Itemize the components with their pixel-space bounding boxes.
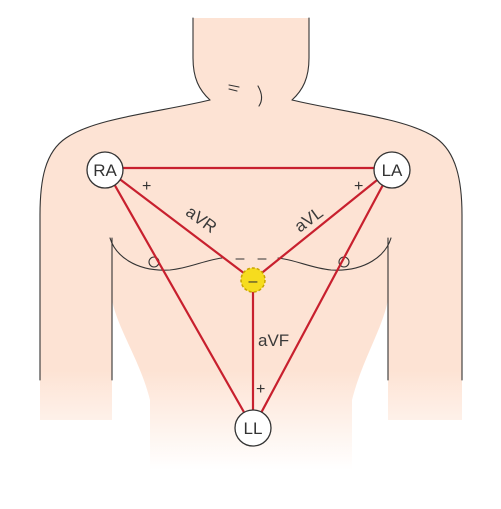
throat-mark — [228, 84, 240, 92]
torso — [39, 17, 463, 470]
plus-sign-la: + — [354, 178, 363, 195]
plus-sign-ll: + — [256, 381, 265, 398]
electrode-ll: LL — [234, 409, 272, 447]
electrode-ra: RA — [86, 151, 124, 189]
lead-label-avf: aVF — [258, 331, 289, 350]
minus-sign-center: – — [249, 273, 258, 290]
electrode-ra-label: RA — [93, 161, 117, 180]
clavicle-mark — [257, 85, 263, 107]
right-pectoral-outline — [277, 237, 392, 271]
neck-right-outline — [291, 17, 310, 101]
plus-sign-ra: + — [142, 178, 151, 195]
lead-line-avr — [103, 166, 255, 282]
lead-lines — [103, 166, 394, 430]
electrode-ll-label: LL — [244, 419, 263, 438]
electrode-ll-circle — [234, 409, 272, 447]
electrode-la-label: LA — [382, 161, 403, 180]
left-pectoral-outline — [109, 237, 223, 271]
right-shoulder-outline — [291, 99, 463, 381]
lead-line-la-ll — [251, 166, 394, 430]
electrode-ra-circle — [86, 151, 124, 189]
neck-left-outline — [192, 17, 211, 101]
negative-terminal-circle — [240, 267, 266, 293]
torso-skin — [40, 18, 462, 470]
electrode-la: LA — [373, 151, 411, 189]
electrode-la-circle — [373, 151, 411, 189]
left-shoulder-outline — [39, 99, 211, 381]
lead-line-avl — [251, 166, 394, 282]
negative-terminal: – — [240, 267, 266, 293]
lead-line-ra-ll — [103, 166, 255, 430]
